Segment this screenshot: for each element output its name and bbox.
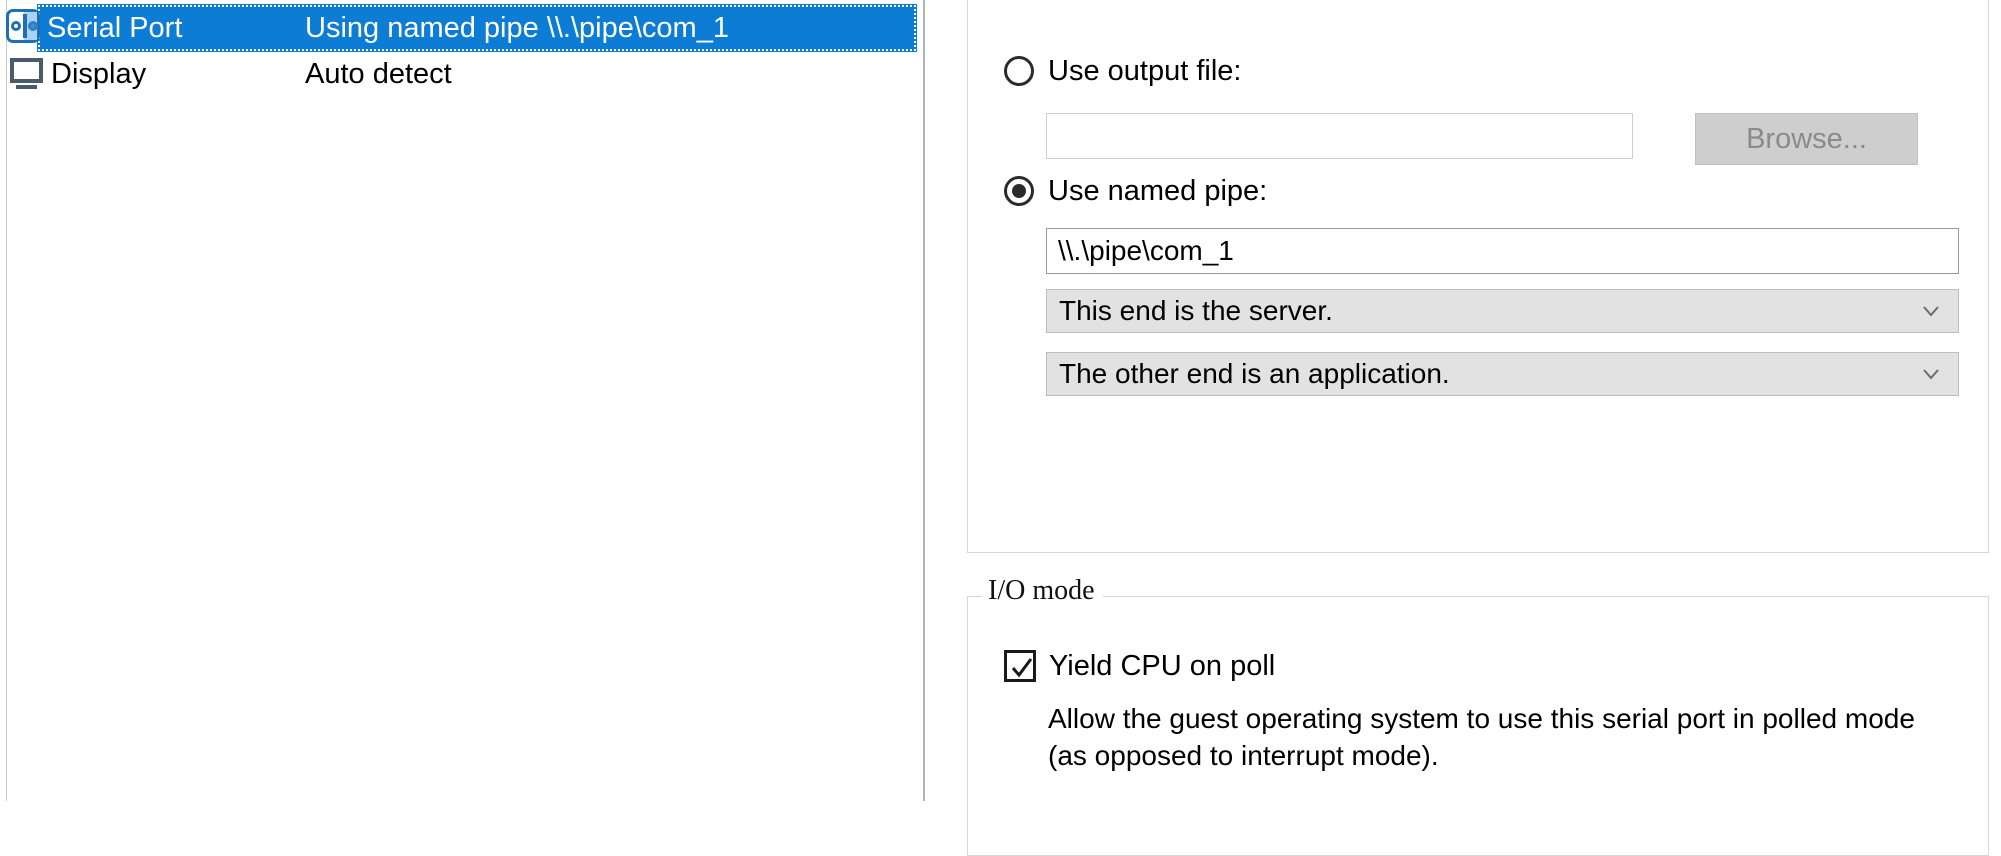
radio-use-output-file[interactable]: Use output file: <box>1004 56 1241 86</box>
output-file-path-input[interactable] <box>1046 113 1633 159</box>
named-pipe-path-input[interactable]: \\.\pipe\com_1 <box>1046 228 1959 274</box>
list-left-rule <box>6 0 7 801</box>
radio-label-use-output-file: Use output file: <box>1048 54 1242 87</box>
settings-panel: Auto detect Use output file: Browse... U… <box>927 0 2001 856</box>
named-pipe-path-value: \\.\pipe\com_1 <box>1058 235 1234 266</box>
yield-cpu-description: Allow the guest operating system to use … <box>1048 703 1915 771</box>
checkbox-yield-cpu-on-poll[interactable]: Yield CPU on poll <box>1004 650 1275 682</box>
radio-mark-output-file <box>1004 56 1034 86</box>
chevron-down-icon <box>1920 300 1942 322</box>
device-list-row-display[interactable]: Display Auto detect <box>9 50 923 98</box>
clipped-device-icon <box>9 0 45 2</box>
radio-use-named-pipe[interactable]: Use named pipe: <box>1004 176 1267 206</box>
io-mode-legend: I/O mode <box>982 577 1103 605</box>
pipe-far-end-dropdown-value: The other end is an application. <box>1059 358 1450 389</box>
device-list-panel[interactable]: Serial Port Using named pipe \\.\pipe\co… <box>0 0 925 801</box>
connection-groupbox: Auto detect Use output file: Browse... U… <box>967 0 1989 553</box>
io-mode-groupbox: I/O mode Yield CPU on poll Allow the gue… <box>967 577 1989 856</box>
device-summary-display: Auto detect <box>305 57 452 90</box>
chevron-down-icon <box>1920 363 1942 385</box>
pipe-near-end-dropdown[interactable]: This end is the server. <box>1046 289 1959 333</box>
device-label-serial-port: Serial Port <box>47 11 183 44</box>
pipe-far-end-dropdown[interactable]: The other end is an application. <box>1046 352 1959 396</box>
serial-port-icon <box>6 9 42 45</box>
device-summary-serial-port: Using named pipe \\.\pipe\com_1 <box>305 11 729 44</box>
device-label-display: Display <box>51 57 147 90</box>
device-list-row-serial-port[interactable]: Serial Port Using named pipe \\.\pipe\co… <box>6 4 917 52</box>
radio-mark-named-pipe <box>1004 176 1034 206</box>
pipe-near-end-dropdown-value: This end is the server. <box>1059 295 1333 326</box>
browse-button[interactable]: Browse... <box>1695 113 1918 165</box>
checkbox-mark-yield-cpu <box>1004 650 1036 682</box>
radio-label-use-named-pipe: Use named pipe: <box>1048 174 1268 207</box>
browse-button-label: Browse... <box>1746 122 1867 155</box>
display-icon <box>9 56 45 92</box>
checkbox-label-yield-cpu: Yield CPU on poll <box>1049 649 1276 682</box>
